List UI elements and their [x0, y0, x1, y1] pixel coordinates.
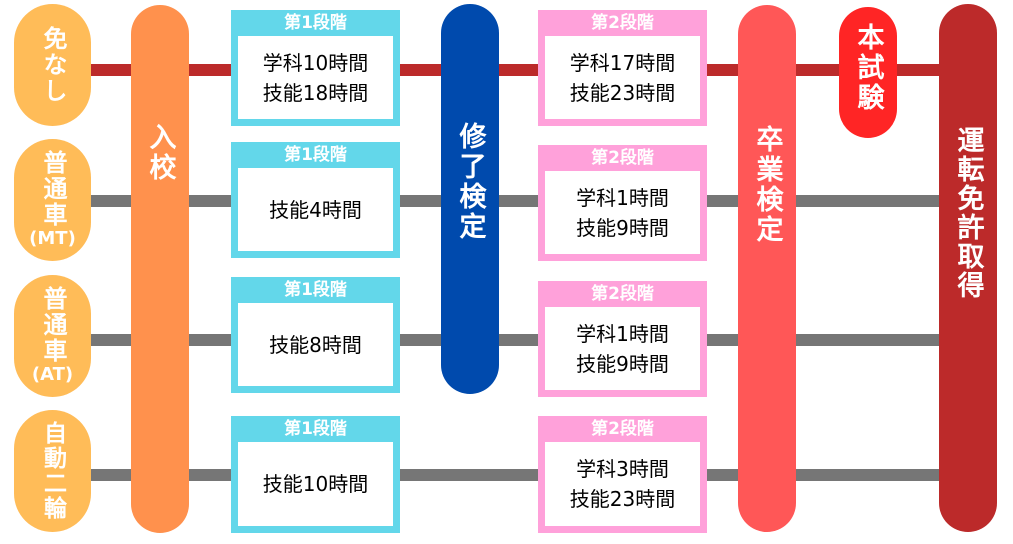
stage1-box-row4: 第1段階 技能10時間 — [231, 416, 400, 533]
stage2-header: 第2段階 — [591, 13, 654, 33]
stage1-header: 第1段階 — [284, 280, 347, 300]
stage1-header: 第1段階 — [284, 419, 347, 439]
stage2-line: 学科17時間 — [569, 50, 676, 75]
category-pill-no-license: 免なし — [14, 4, 91, 126]
category-label: 免なし — [39, 26, 67, 104]
category-pill-standard-mt: 普通車 (MT) — [14, 139, 91, 261]
stage2-box-row3: 第2段階 学科1時間 技能9時間 — [538, 281, 707, 397]
stage2-line: 学科3時間 — [576, 457, 669, 481]
main-exam-pill: 本試験 — [839, 7, 897, 138]
stage1-header: 第1段階 — [284, 13, 347, 33]
route-line-row4 — [91, 469, 941, 481]
stage2-header: 第2段階 — [591, 148, 654, 168]
route-line-row2 — [91, 195, 941, 207]
category-label: 普通車 — [39, 150, 67, 228]
stage2-box-row4: 第2段階 学科3時間 技能23時間 — [538, 416, 707, 533]
stage1-box-row2: 第1段階 技能4時間 — [231, 142, 400, 258]
stage1-line: 学科10時間 — [262, 50, 369, 75]
stage1-line: 技能8時間 — [269, 332, 362, 357]
stage2-line: 学科1時間 — [576, 185, 669, 210]
stage2-line: 技能23時間 — [569, 487, 676, 511]
enroll-label: 入校 — [144, 123, 176, 183]
category-sub-label: (AT) — [31, 364, 74, 385]
stage1-box-row1: 第1段階 学科10時間 技能18時間 — [231, 10, 400, 126]
stage2-line: 技能23時間 — [569, 80, 676, 105]
stage2-box-row1: 第2段階 学科17時間 技能23時間 — [538, 10, 707, 126]
category-label: 普通車 — [39, 286, 67, 364]
stage2-header: 第2段階 — [591, 419, 654, 439]
final-exam-bar: 卒業検定 — [738, 5, 796, 532]
route-line-row3 — [91, 334, 941, 346]
stage1-line: 技能4時間 — [269, 197, 362, 222]
category-label: 自動二輪 — [39, 421, 66, 521]
stage1-header: 第1段階 — [284, 145, 347, 165]
category-pill-motorcycle: 自動二輪 — [14, 410, 91, 532]
final-exam-label: 卒業検定 — [751, 125, 783, 245]
stage2-line: 技能9時間 — [576, 351, 669, 376]
license-label: 運転免許取得 — [952, 126, 984, 300]
category-sub-label: (MT) — [29, 228, 76, 249]
interim-exam-label: 修了検定 — [454, 122, 486, 242]
stage2-line: 技能9時間 — [576, 215, 669, 240]
stage2-box-row2: 第2段階 学科1時間 技能9時間 — [538, 145, 707, 261]
stage1-box-row3: 第1段階 技能8時間 — [231, 277, 400, 393]
stage1-line: 技能10時間 — [262, 472, 369, 496]
enroll-bar: 入校 — [131, 5, 189, 533]
interim-exam-bar: 修了検定 — [441, 4, 499, 394]
stage2-line: 学科1時間 — [576, 321, 669, 346]
stage2-header: 第2段階 — [591, 284, 654, 304]
category-pill-standard-at: 普通車 (AT) — [14, 275, 91, 397]
license-bar: 運転免許取得 — [939, 4, 997, 532]
stage1-line: 技能18時間 — [262, 80, 369, 105]
main-exam-label: 本試験 — [852, 23, 884, 113]
route-line-row1 — [91, 64, 941, 76]
